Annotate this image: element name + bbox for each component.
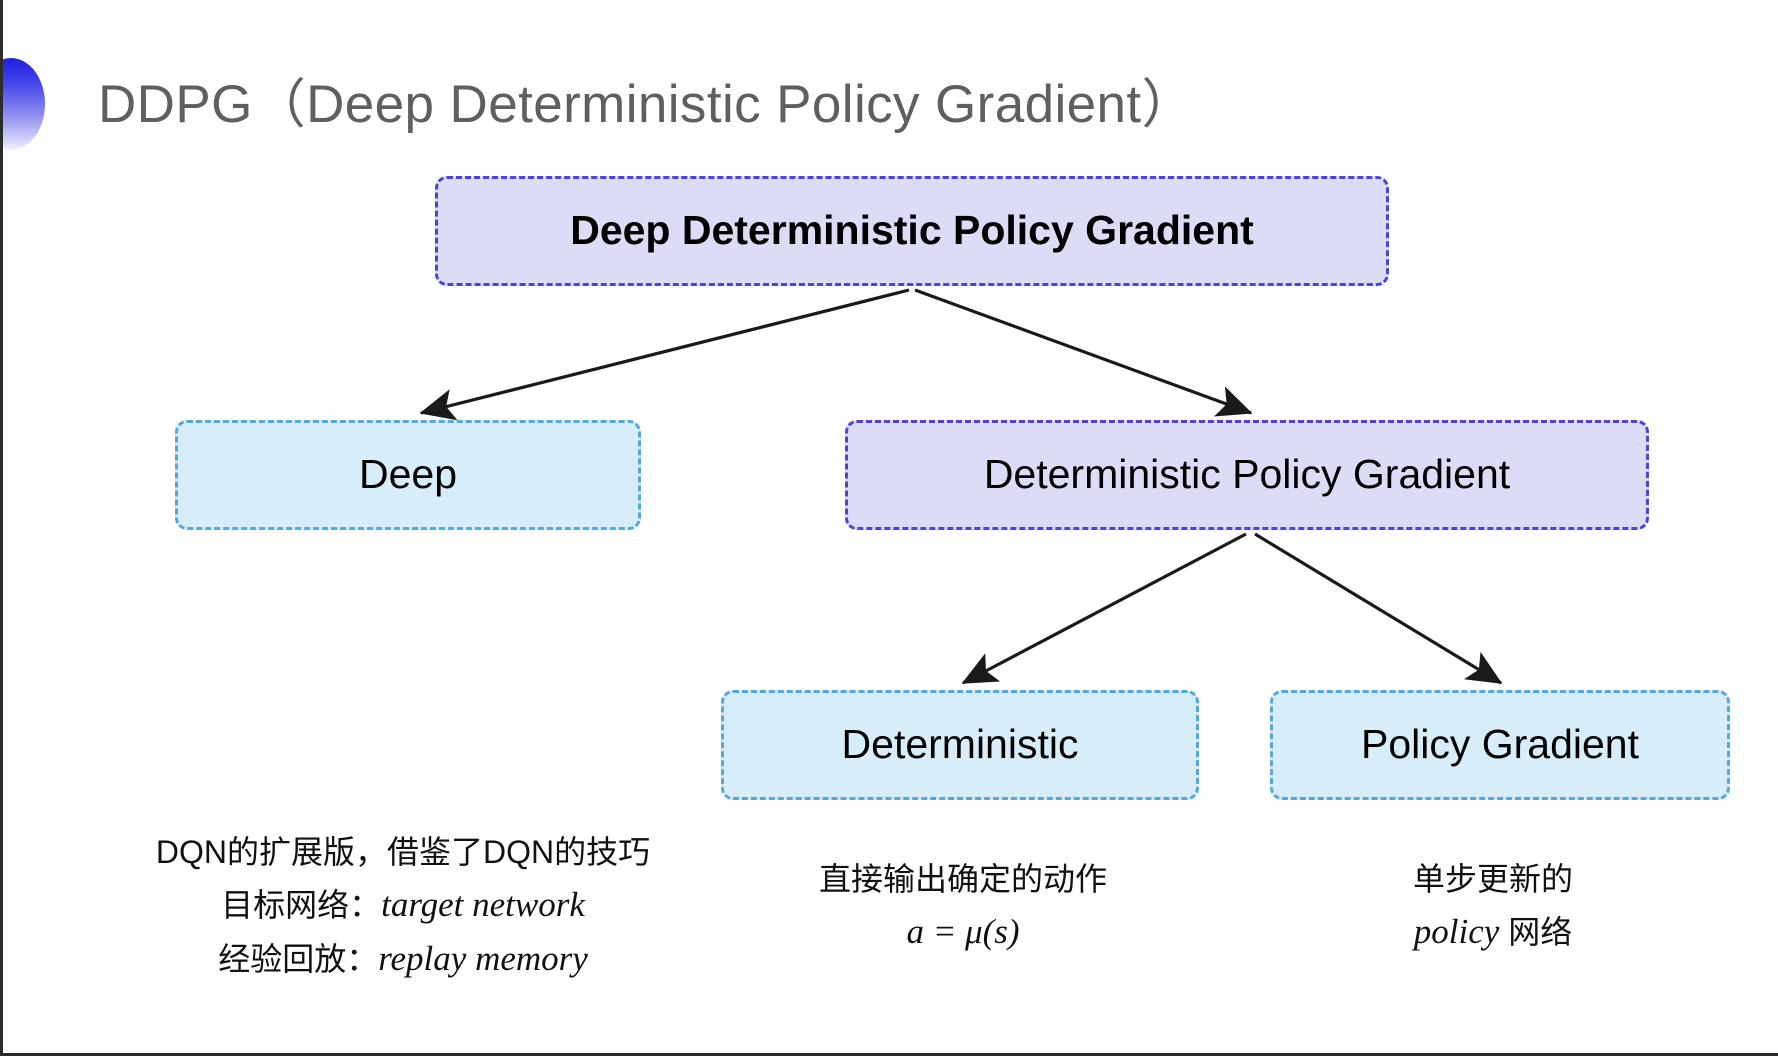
caption-deterministic-line1: 直接输出确定的动作	[818, 861, 1107, 897]
edge-ddpg-to-deep	[419, 288, 910, 421]
gradient-half-circle-bullet-icon	[3, 58, 45, 150]
node-deep-label: Deep	[358, 451, 457, 498]
node-policy-gradient-label: Policy Gradient	[1360, 721, 1639, 768]
node-ddpg[interactable]: Deep Deterministic Policy Gradient	[435, 176, 1389, 286]
edge-dpg-to-deterministic	[961, 532, 1247, 685]
caption-policy-gradient-line2: policy 网络	[1293, 905, 1693, 959]
caption-deep-line2-italic: target network	[381, 884, 585, 924]
node-ddpg-label: Deep Deterministic Policy Gradient	[570, 207, 1254, 254]
caption-policy-gradient-line1: 单步更新的	[1412, 861, 1573, 897]
caption-deep-line2-prefix: 目标网络：	[221, 886, 382, 923]
caption-policy-gradient-suffix: 网络	[1499, 913, 1573, 950]
node-deterministic-label: Deterministic	[841, 721, 1079, 768]
node-policy-gradient[interactable]: Policy Gradient	[1270, 690, 1730, 800]
edge-dpg-to-policy-gradient	[1254, 532, 1503, 685]
caption-deep-line3: 经验回放：replay memory	[63, 932, 743, 986]
node-dpg-label: Deterministic Policy Gradient	[983, 451, 1511, 498]
caption-policy-gradient-italic: policy	[1413, 911, 1500, 951]
caption-deep-line1: DQN的扩展版，借鉴了DQN的技巧	[155, 834, 651, 870]
page-title: DDPG（Deep Deterministic Policy Gradient）	[98, 75, 1195, 134]
caption-policy-gradient: 单步更新的 policy 网络	[1293, 855, 1693, 959]
node-deterministic-policy-gradient[interactable]: Deterministic Policy Gradient	[845, 420, 1649, 530]
caption-deterministic: 直接输出确定的动作 a = μ(s)	[763, 855, 1163, 959]
caption-deep-line3-italic: replay memory	[378, 938, 588, 978]
caption-deep-line2: 目标网络：target network	[63, 878, 743, 932]
caption-deep: DQN的扩展版，借鉴了DQN的技巧 目标网络：target network 经验…	[63, 828, 743, 986]
node-deep[interactable]: Deep	[175, 420, 641, 530]
caption-deterministic-formula: a = μ(s)	[906, 911, 1020, 951]
caption-deep-line3-prefix: 经验回放：	[218, 940, 379, 977]
edge-ddpg-to-dpg	[914, 288, 1253, 417]
node-deterministic[interactable]: Deterministic	[721, 690, 1199, 800]
